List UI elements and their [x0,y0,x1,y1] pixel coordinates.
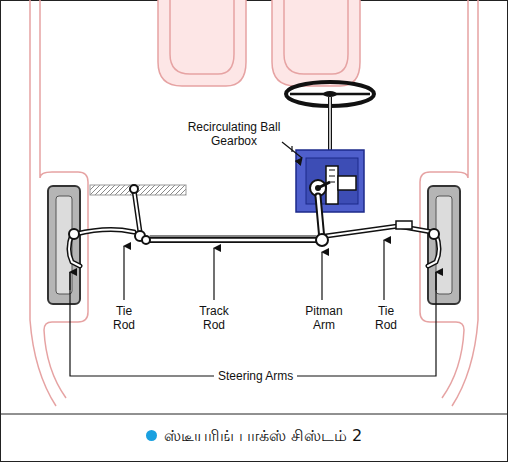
steering-wheel [286,82,374,160]
part-label: Recirculating Ball Gearbox [174,120,294,148]
caption: ஸ்டீயரிங் பாக்ஸ் சிஸ்டம் 2 [164,426,362,445]
joints [69,185,439,246]
wheels [48,186,460,304]
frame-member [90,185,186,195]
caption-line: ஸ்டீயரிங் பாக்ஸ் சிஸ்டம் 2 [0,426,508,447]
car-body [30,0,478,406]
caption-rule [0,414,508,415]
gearbox [296,150,364,212]
part-label: Tie Rod [109,304,139,332]
caption-bullet [146,430,157,441]
part-label: Pitman Arm [300,304,348,332]
part-label: Track Rod [194,304,234,332]
leader-lines [70,142,436,376]
seats [158,0,360,86]
part-label: Steering Arms [214,369,297,383]
part-label: Tie Rod [371,304,401,332]
